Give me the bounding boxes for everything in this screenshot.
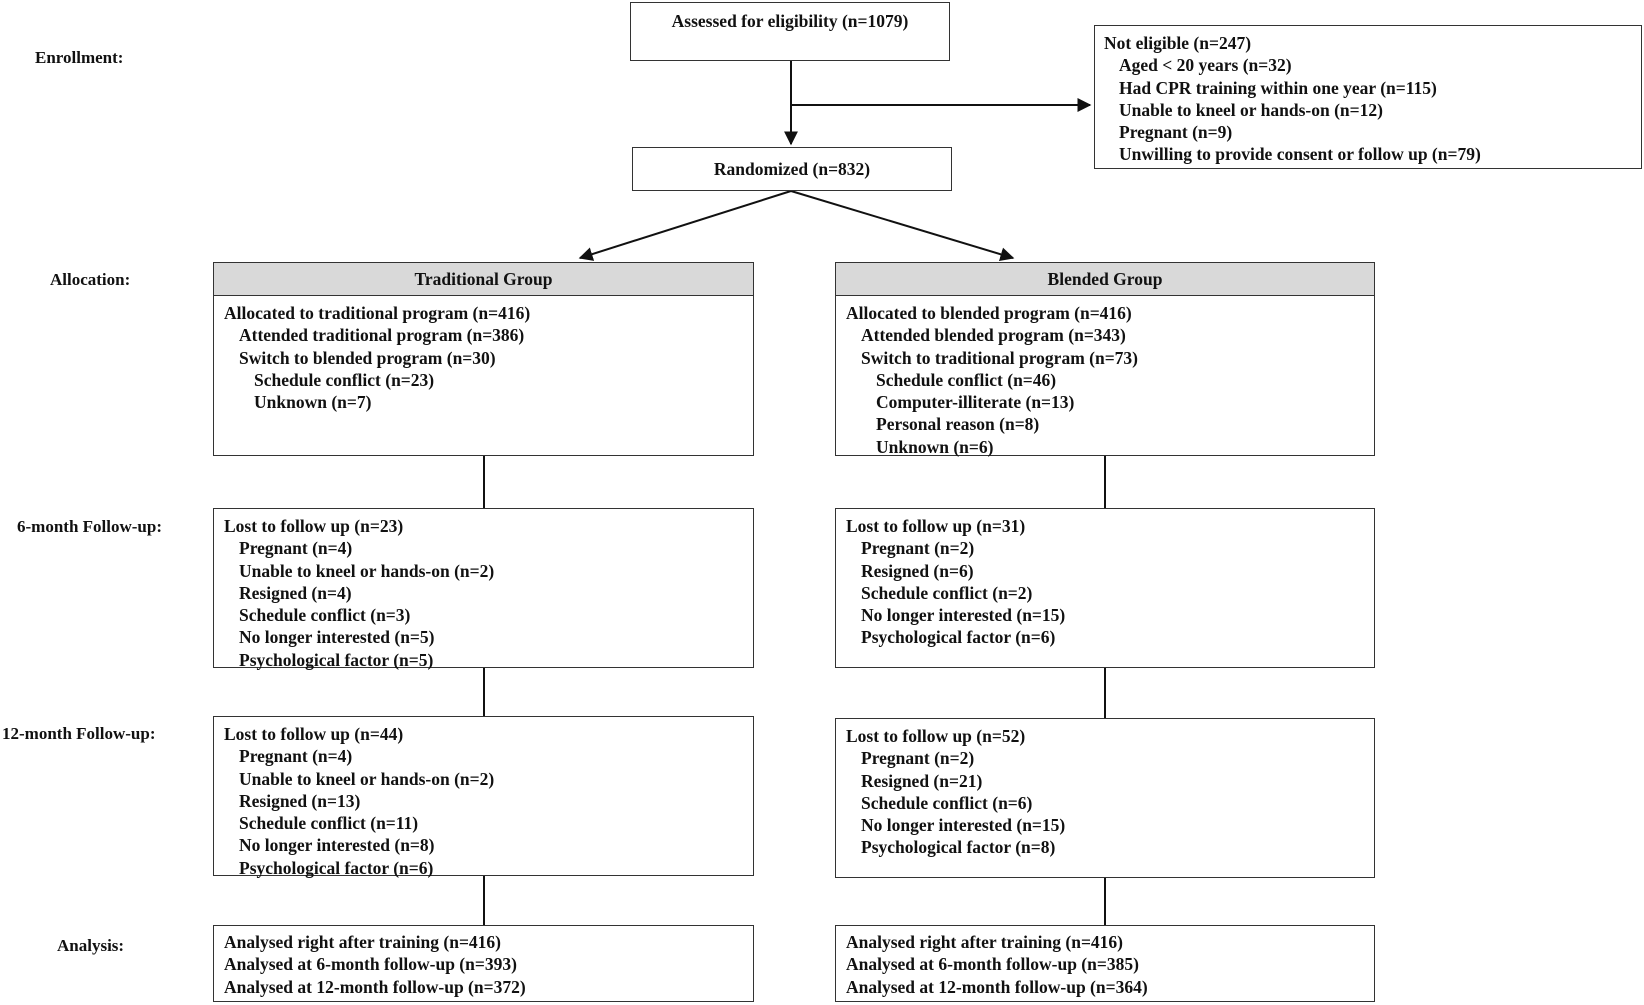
blended-followup12-item: Pregnant (n=2) (861, 748, 975, 769)
blended-attended: Attended blended program (n=343) (861, 325, 1126, 346)
blended-followup12-item: No longer interested (n=15) (861, 815, 1066, 836)
traditional-followup12-item: Psychological factor (n=6) (239, 857, 434, 878)
not-eligible-item: Had CPR training within one year (n=115) (1119, 77, 1437, 98)
blended-analysis-box: Analysed right after training (n=416) An… (835, 925, 1375, 1002)
not-eligible-item: Pregnant (n=9) (1119, 122, 1233, 143)
traditional-switch: Switch to blended program (n=30) (239, 347, 496, 368)
not-eligible-item: Unwilling to provide consent or follow u… (1119, 144, 1481, 165)
blended-followup12-item: Resigned (n=21) (861, 770, 983, 791)
traditional-switch-reason: Unknown (n=7) (254, 392, 372, 413)
blended-analysis-item: Analysed at 12-month follow-up (n=364) (846, 976, 1148, 997)
blended-followup6-lost: Lost to follow up (n=31) (846, 516, 1026, 536)
traditional-followup12-lost: Lost to follow up (n=44) (224, 724, 404, 744)
traditional-analysis-item: Analysed at 12-month follow-up (n=372) (224, 976, 526, 997)
not-eligible-item: Unable to kneel or hands-on (n=12) (1119, 99, 1383, 120)
arrow-randomized-to-traditional (578, 190, 792, 261)
blended-followup12-lost: Lost to follow up (n=52) (846, 726, 1026, 746)
traditional-followup12-item: No longer interested (n=8) (239, 835, 435, 856)
arrow-randomized-to-blended (790, 190, 1015, 262)
randomized-text: Randomized (n=832) (713, 159, 871, 179)
stage-label-analysis: Analysis: (57, 936, 125, 955)
blended-analysis-item: Analysed at 6-month follow-up (n=385) (846, 954, 1139, 975)
stage-label-allocation: Allocation: (50, 270, 131, 289)
traditional-followup6-item: Pregnant (n=4) (239, 538, 353, 559)
traditional-analysis-item: Analysed at 6-month follow-up (n=393) (224, 954, 517, 975)
blended-switch-reason: Computer-illiterate (n=13) (876, 392, 1075, 413)
traditional-followup6-item: No longer interested (n=5) (239, 627, 435, 648)
traditional-followup12-item: Pregnant (n=4) (239, 746, 353, 767)
blended-group-header: Blended Group (835, 262, 1375, 297)
not-eligible-title: Not eligible (n=247) (1104, 33, 1252, 53)
blended-followup6-box: Lost to follow up (n=31) Pregnant (n=2) … (835, 508, 1375, 668)
traditional-attended: Attended traditional program (n=386) (239, 325, 525, 346)
traditional-followup6-lost: Lost to follow up (n=23) (224, 516, 404, 536)
traditional-followup6-box: Lost to follow up (n=23) Pregnant (n=4) … (213, 508, 754, 670)
assessed-text: Assessed for eligibility (n=1079) (671, 11, 909, 31)
traditional-analysis-box: Analysed right after training (n=416) An… (213, 925, 754, 1002)
blended-followup6-item: Schedule conflict (n=2) (861, 582, 1033, 603)
not-eligible-box: Not eligible (n=247) Aged < 20 years (n=… (1094, 25, 1642, 169)
blended-analysis-item: Analysed right after training (n=416) (846, 932, 1124, 952)
traditional-followup6-item: Unable to kneel or hands-on (n=2) (239, 560, 495, 581)
not-eligible-item: Aged < 20 years (n=32) (1119, 55, 1292, 76)
blended-switch-reason: Personal reason (n=8) (876, 414, 1040, 435)
traditional-allocated: Allocated to traditional program (n=416) (224, 303, 531, 323)
blended-followup6-item: Pregnant (n=2) (861, 538, 975, 559)
blended-followup12-box: Lost to follow up (n=52) Pregnant (n=2) … (835, 718, 1375, 878)
blended-followup12-item: Schedule conflict (n=6) (861, 792, 1033, 813)
traditional-followup6-item: Psychological factor (n=5) (239, 649, 434, 670)
blended-followup6-item: Psychological factor (n=6) (861, 627, 1056, 648)
traditional-followup12-item: Resigned (n=13) (239, 790, 361, 811)
blended-followup12-item: Psychological factor (n=8) (861, 837, 1056, 858)
stage-label-enrollment: Enrollment: (35, 48, 124, 67)
traditional-followup6-item: Resigned (n=4) (239, 582, 352, 603)
blended-switch-reason: Unknown (n=6) (876, 436, 994, 457)
traditional-switch-reason: Schedule conflict (n=23) (254, 369, 435, 390)
blended-switch-reason: Schedule conflict (n=46) (876, 369, 1057, 390)
blended-switch: Switch to traditional program (n=73) (861, 347, 1139, 368)
traditional-followup12-item: Schedule conflict (n=11) (239, 813, 419, 834)
randomized-box: Randomized (n=832) (632, 147, 952, 191)
blended-followup6-item: No longer interested (n=15) (861, 605, 1066, 626)
stage-label-followup12: 12-month Follow-up: (2, 724, 156, 743)
stage-label-followup6: 6-month Follow-up: (17, 517, 162, 536)
blended-allocation-box: Allocated to blended program (n=416) Att… (835, 295, 1375, 457)
traditional-followup12-box: Lost to follow up (n=44) Pregnant (n=4) … (213, 716, 754, 878)
traditional-group-header: Traditional Group (213, 262, 754, 297)
traditional-followup6-item: Schedule conflict (n=3) (239, 605, 411, 626)
traditional-followup12-item: Unable to kneel or hands-on (n=2) (239, 768, 495, 789)
traditional-allocation-box: Allocated to traditional program (n=416)… (213, 295, 754, 456)
traditional-analysis-item: Analysed right after training (n=416) (224, 932, 502, 952)
blended-allocated: Allocated to blended program (n=416) (846, 303, 1132, 323)
assessed-box: Assessed for eligibility (n=1079) (630, 2, 950, 61)
blended-followup6-item: Resigned (n=6) (861, 560, 974, 581)
